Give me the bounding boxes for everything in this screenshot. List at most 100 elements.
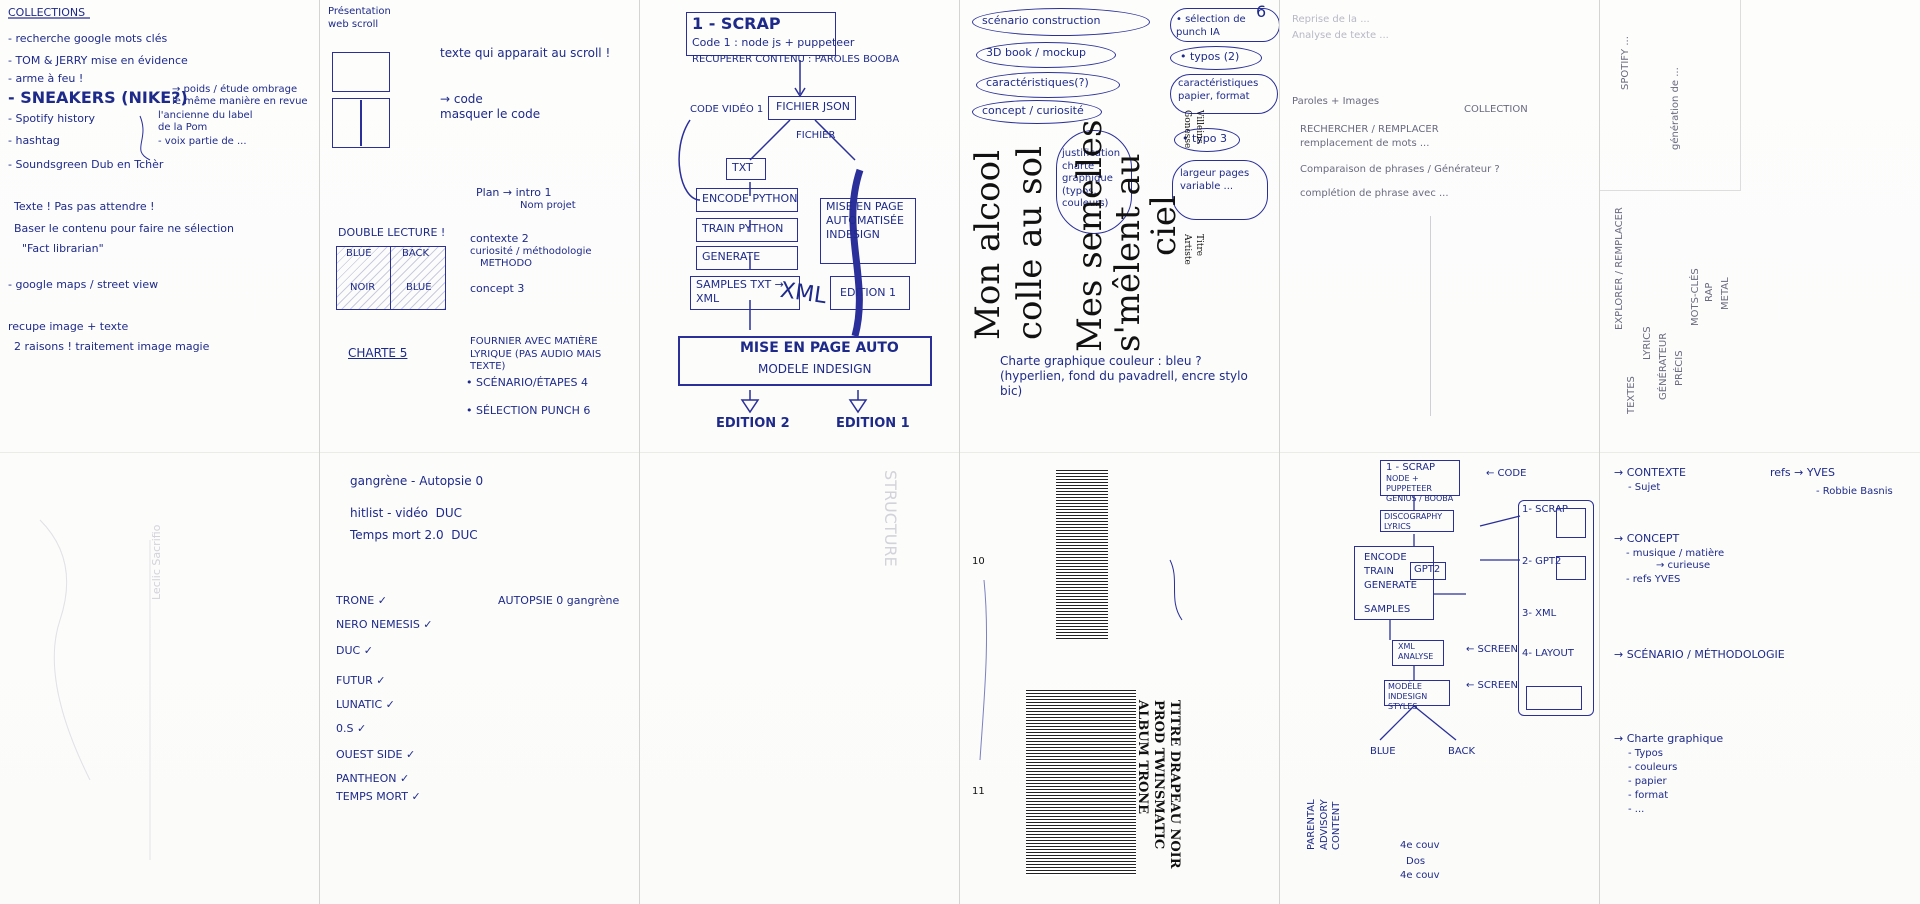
page-number: 10 xyxy=(972,556,985,567)
note-line: ← SCREEN xyxy=(1466,644,1518,655)
flow-box xyxy=(1410,562,1446,580)
divider xyxy=(390,246,392,310)
side-note: → poids / étude ombrage xyxy=(172,84,298,95)
note-line: SPOTIFY ... xyxy=(1620,36,1631,90)
note-line: CHARTE 5 xyxy=(348,346,408,360)
note-line: - hashtag xyxy=(8,134,60,147)
grid-label: BLUE xyxy=(346,248,372,259)
bubble-label: concept / curiosité xyxy=(982,104,1084,117)
bubble-label: scénario construction xyxy=(982,14,1101,27)
flow-label: GENERATE xyxy=(1364,580,1417,591)
note-line: LYRICS xyxy=(1642,326,1653,360)
side-note: l'ancienne du label xyxy=(158,110,253,121)
sketch-panel-collections: COLLECTIONS - recherche google mots clés… xyxy=(0,0,320,904)
flow-box xyxy=(696,246,798,270)
bubble-label: 3D book / mockup xyxy=(986,46,1086,59)
flow-label: FICHIER xyxy=(796,130,836,141)
note-line: Baser le contenu pour faire ne sélection xyxy=(14,222,234,235)
flow-label: DISCOGRAPHY LYRICS xyxy=(1384,512,1443,531)
outline-item: → CONTEXTE xyxy=(1614,466,1686,479)
bubble-label: caractéristiques(?) xyxy=(986,76,1089,89)
side-note: - voix partie de ... xyxy=(158,136,247,147)
sketch-panel-process: Reprise de la ... Analyse de texte ... P… xyxy=(1280,0,1600,904)
plan-line: Nom projet xyxy=(520,200,576,211)
title-block: TITRE DRAPEAU NOIR xyxy=(1167,700,1182,869)
lower-line: Temps mort 2.0 DUC xyxy=(350,528,478,542)
divider xyxy=(360,100,362,146)
note-line: RECHERCHER / REMPLACER xyxy=(1300,124,1439,135)
note-line: COLLECTION xyxy=(1464,104,1528,115)
grid-label: BLUE xyxy=(406,282,432,293)
flow-box xyxy=(830,276,910,310)
refs-line: - Robbie Basnis xyxy=(1816,486,1893,497)
bubble-label: caractéristiques papier, format xyxy=(1178,78,1259,102)
flow-label: TXT xyxy=(732,161,753,174)
note-line: Paroles + Images xyxy=(1292,96,1380,107)
bubble-label: • typo 3 xyxy=(1182,132,1228,145)
flow-arrows xyxy=(1379,496,1521,741)
flow-box xyxy=(678,336,932,386)
flow-box xyxy=(1354,546,1434,620)
flow-box xyxy=(696,218,798,242)
flow-label: SAMPLES xyxy=(1364,604,1411,615)
sequence-label: 2- GPT2 xyxy=(1522,556,1562,567)
checklist-item: 0.S ✓ xyxy=(336,722,367,735)
note-line: EXPLORER / REMPLACER xyxy=(1614,207,1625,330)
note-line: - google maps / street view xyxy=(8,278,159,291)
flow-box xyxy=(686,12,836,56)
checklist-item: NERO NEMESIS ✓ xyxy=(336,618,433,631)
bubble-label: justification charte graphique (typos, c… xyxy=(1062,148,1121,209)
wireframe-box xyxy=(332,52,390,92)
faded-note: Reprise de la ... xyxy=(1292,14,1370,25)
idea-bubble xyxy=(1170,74,1278,114)
note-line: 4e couv xyxy=(1400,870,1440,881)
side-note: de la Pom xyxy=(158,122,208,133)
faded-note: STRUCTURE xyxy=(881,470,900,567)
note-line: Comparaison de phrases / Générateur ? xyxy=(1300,164,1500,175)
outline-item: → CONCEPT xyxy=(1614,532,1680,545)
idea-bubble xyxy=(976,72,1120,98)
note-line: génération de ... xyxy=(1670,67,1681,150)
note-line: Texte ! Pas pas attendre ! xyxy=(14,200,155,213)
flow-arrows xyxy=(678,60,868,414)
thumb xyxy=(1526,686,1582,710)
plan-line: FOURNIER AVEC MATIÈRE LYRIQUE (PAS AUDIO… xyxy=(470,336,602,372)
divider xyxy=(1430,216,1431,416)
idea-bubble xyxy=(972,100,1102,124)
lower-line: hitlist - vidéo DUC xyxy=(350,506,463,520)
sequence-label: 4- LAYOUT xyxy=(1522,648,1574,659)
flow-label: BACK xyxy=(1448,746,1476,757)
flow-label: EDITION 2 xyxy=(716,416,790,431)
text-column xyxy=(1056,470,1108,640)
note-line: MOTS-CLÉS xyxy=(1690,268,1701,326)
sketch-panel-flowchart: 1 - SCRAP Code 1 : node js + puppeteer R… xyxy=(640,0,960,904)
note-line: - arme à feu ! xyxy=(8,72,84,85)
faded-note: Leclic Sacrifio xyxy=(150,524,163,600)
note-line: - recherche google mots clés xyxy=(8,32,168,45)
note-line: PARENTAL ADVISORY CONTENT xyxy=(1306,799,1342,850)
ink-strokes xyxy=(8,17,151,860)
outline-item: - Sujet xyxy=(1628,482,1661,493)
note-line: recupe image + texte xyxy=(8,320,129,333)
flow-label: 1 - SCRAP xyxy=(1386,462,1436,473)
lower-line: gangrène - Autopsie 0 xyxy=(350,474,484,488)
idea-bubble xyxy=(1170,8,1279,42)
note-line: 2 raisons ! traitement image magie xyxy=(14,340,210,353)
note-line: → code masquer le code xyxy=(440,92,541,121)
flow-label: RECUPERER CONTENU : PAROLES BOOBA xyxy=(692,54,900,65)
checklist-item: PANTHEON ✓ xyxy=(336,772,410,785)
flow-box xyxy=(690,276,800,310)
note-line: - Spotify history xyxy=(8,112,96,125)
flow-label: FICHIER JSON xyxy=(776,100,850,113)
outline-item: - couleurs xyxy=(1628,762,1678,773)
plan-line: contexte 2 xyxy=(470,232,529,245)
thumb xyxy=(1556,508,1586,538)
flow-box xyxy=(1380,460,1460,496)
flow-box xyxy=(1392,640,1444,666)
flow-label: ENCODE PYTHON xyxy=(702,192,798,205)
page-number: 11 xyxy=(972,786,985,797)
note-line: GÉNÉRATEUR xyxy=(1658,332,1669,400)
sketch-panel-layout: scénario construction 3D book / mockup c… xyxy=(960,0,1280,904)
flow-box xyxy=(696,188,798,212)
note-line: - Soundsgreen Dub en Tchèr xyxy=(8,158,164,171)
